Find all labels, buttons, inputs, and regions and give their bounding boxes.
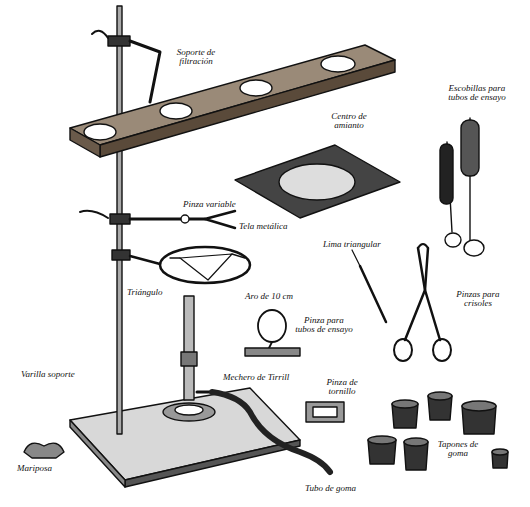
filtration-support-edge (100, 60, 395, 157)
crucible-tongs (425, 248, 440, 340)
filtration-hole (160, 103, 192, 119)
variable-clamp-jaws (205, 211, 235, 228)
brush-loop (445, 233, 461, 247)
part-label: Triángulo (126, 288, 164, 297)
part-label: Tela metálica (238, 222, 288, 231)
clamp-nut (181, 215, 189, 223)
clamp-screw (92, 31, 108, 38)
filtration-hole (321, 56, 355, 72)
ring-boss (112, 250, 130, 260)
part-label: Tubo de goma (304, 484, 357, 493)
triangle-wire (170, 257, 180, 258)
file-tang (352, 250, 360, 266)
crucible-tongs (405, 248, 425, 340)
part-label: Pinza para tubos de ensayo (294, 316, 354, 335)
burner-base (163, 403, 215, 421)
stand-base-edge (125, 440, 300, 487)
part-label: Soporte de filtración (170, 48, 222, 67)
variable-clamp-arm (130, 218, 205, 221)
tongs-tip (418, 244, 428, 248)
support-ring (160, 247, 250, 283)
part-label: Escobillas para tubos de ensayo (443, 84, 511, 103)
part-label: Pinzas para crisoles (447, 290, 509, 309)
test-tube-clamp-handle (245, 348, 300, 356)
clamp-screw (80, 211, 108, 218)
burner-tube (184, 296, 194, 400)
part-label: Pinza de tornillo (316, 378, 368, 397)
wire-gauze (235, 145, 400, 218)
part-label: Varilla soporte (20, 370, 76, 379)
tongs-loop (394, 339, 412, 361)
brush-loop (464, 240, 484, 256)
asbestos-centre (279, 164, 355, 200)
test-tube-brush (461, 120, 479, 176)
wing-nut (24, 443, 64, 458)
filtration-support (70, 45, 395, 145)
triangular-file (360, 266, 386, 322)
part-label: Aro de 10 cm (244, 292, 294, 301)
pipe-clay-triangle (180, 254, 232, 280)
burner-base-top (175, 405, 203, 415)
part-label: Centro de amianto (322, 112, 376, 131)
screw-clamp-gap (313, 407, 337, 417)
part-label: Pinza variable (182, 200, 237, 209)
filtration-hole (240, 80, 272, 96)
screw-clamp (306, 402, 344, 422)
test-tube-brush (440, 144, 453, 204)
part-label: Mechero de Tirrill (222, 373, 290, 382)
part-label: Tapones de goma (434, 440, 482, 459)
part-label: Lima triangular (322, 240, 382, 249)
rubber-stoppers (368, 392, 508, 470)
boss-clamp (108, 36, 130, 46)
tongs-loop (433, 339, 451, 361)
triangle-wire (232, 254, 245, 258)
part-label: Mariposa (16, 464, 53, 473)
burner-collar (181, 352, 197, 366)
filtration-hole (84, 124, 116, 140)
test-tube-clamp-loop (258, 310, 286, 342)
boss-clamp (110, 214, 130, 224)
ring-arm (130, 256, 160, 264)
bar-clamp-arm (130, 41, 160, 102)
